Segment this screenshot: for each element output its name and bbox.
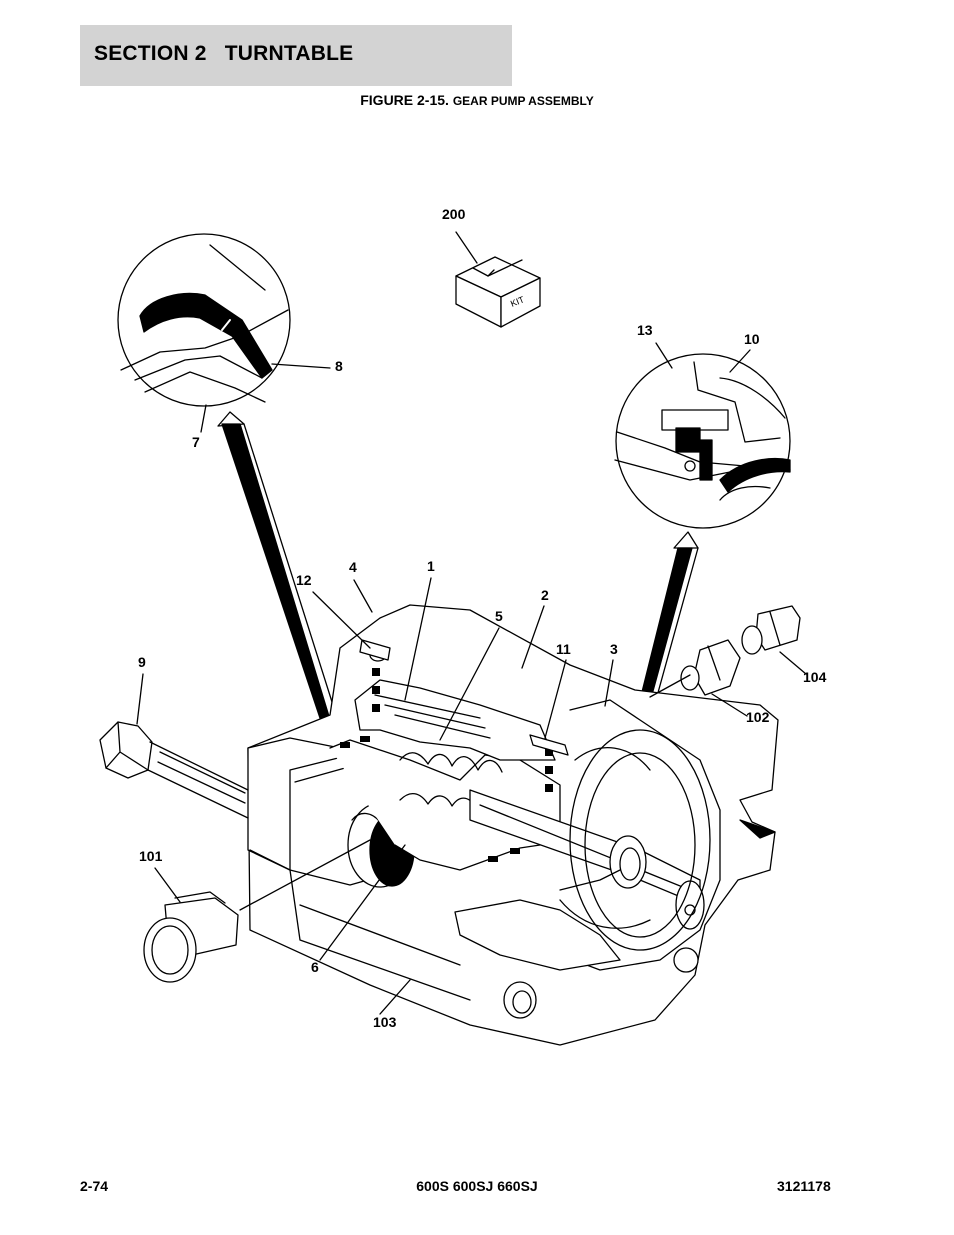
callout-13: 13 [637, 322, 653, 338]
callout-7: 7 [192, 434, 200, 450]
callout-200: 200 [442, 206, 466, 222]
section-title: SECTION 2 TURNTABLE [94, 42, 354, 65]
leader-lines [137, 578, 806, 1014]
figure-caption: FIGURE 2-15. GEAR PUMP ASSEMBLY [0, 92, 954, 108]
callout-103: 103 [373, 1014, 397, 1030]
callout-12: 12 [296, 572, 312, 588]
fitting-104 [742, 606, 800, 654]
callout-10: 10 [744, 331, 760, 347]
fitting-101 [144, 892, 238, 982]
callout-3: 3 [610, 641, 618, 657]
left-detail-arrow [218, 412, 345, 748]
callout-8: 8 [335, 358, 343, 374]
footer-models: 600S 600SJ 660SJ [416, 1178, 538, 1194]
figure-title: GEAR PUMP ASSEMBLY [452, 94, 594, 108]
callout-102: 102 [746, 709, 770, 725]
callout-2: 2 [541, 587, 549, 603]
callout-5: 5 [495, 608, 503, 624]
figure-number: FIGURE 2-15. [360, 92, 449, 108]
fitting-102 [681, 640, 740, 695]
footer-page-number: 2-74 [80, 1178, 109, 1194]
detail-circle-right [615, 354, 790, 528]
callout-11: 11 [556, 641, 571, 657]
callout-104: 104 [803, 669, 827, 685]
callout-1: 1 [427, 558, 435, 574]
bolt [100, 722, 248, 818]
detail-circle-left [118, 234, 290, 406]
pump-body [248, 605, 778, 1045]
section-header-band [80, 25, 512, 86]
callout-6: 6 [311, 959, 319, 975]
callout-4: 4 [349, 559, 357, 575]
callout-9: 9 [138, 654, 146, 670]
kit-box: KIT [456, 257, 540, 327]
callout-101: 101 [139, 848, 163, 864]
footer-doc-number: 3121178 [777, 1178, 831, 1194]
